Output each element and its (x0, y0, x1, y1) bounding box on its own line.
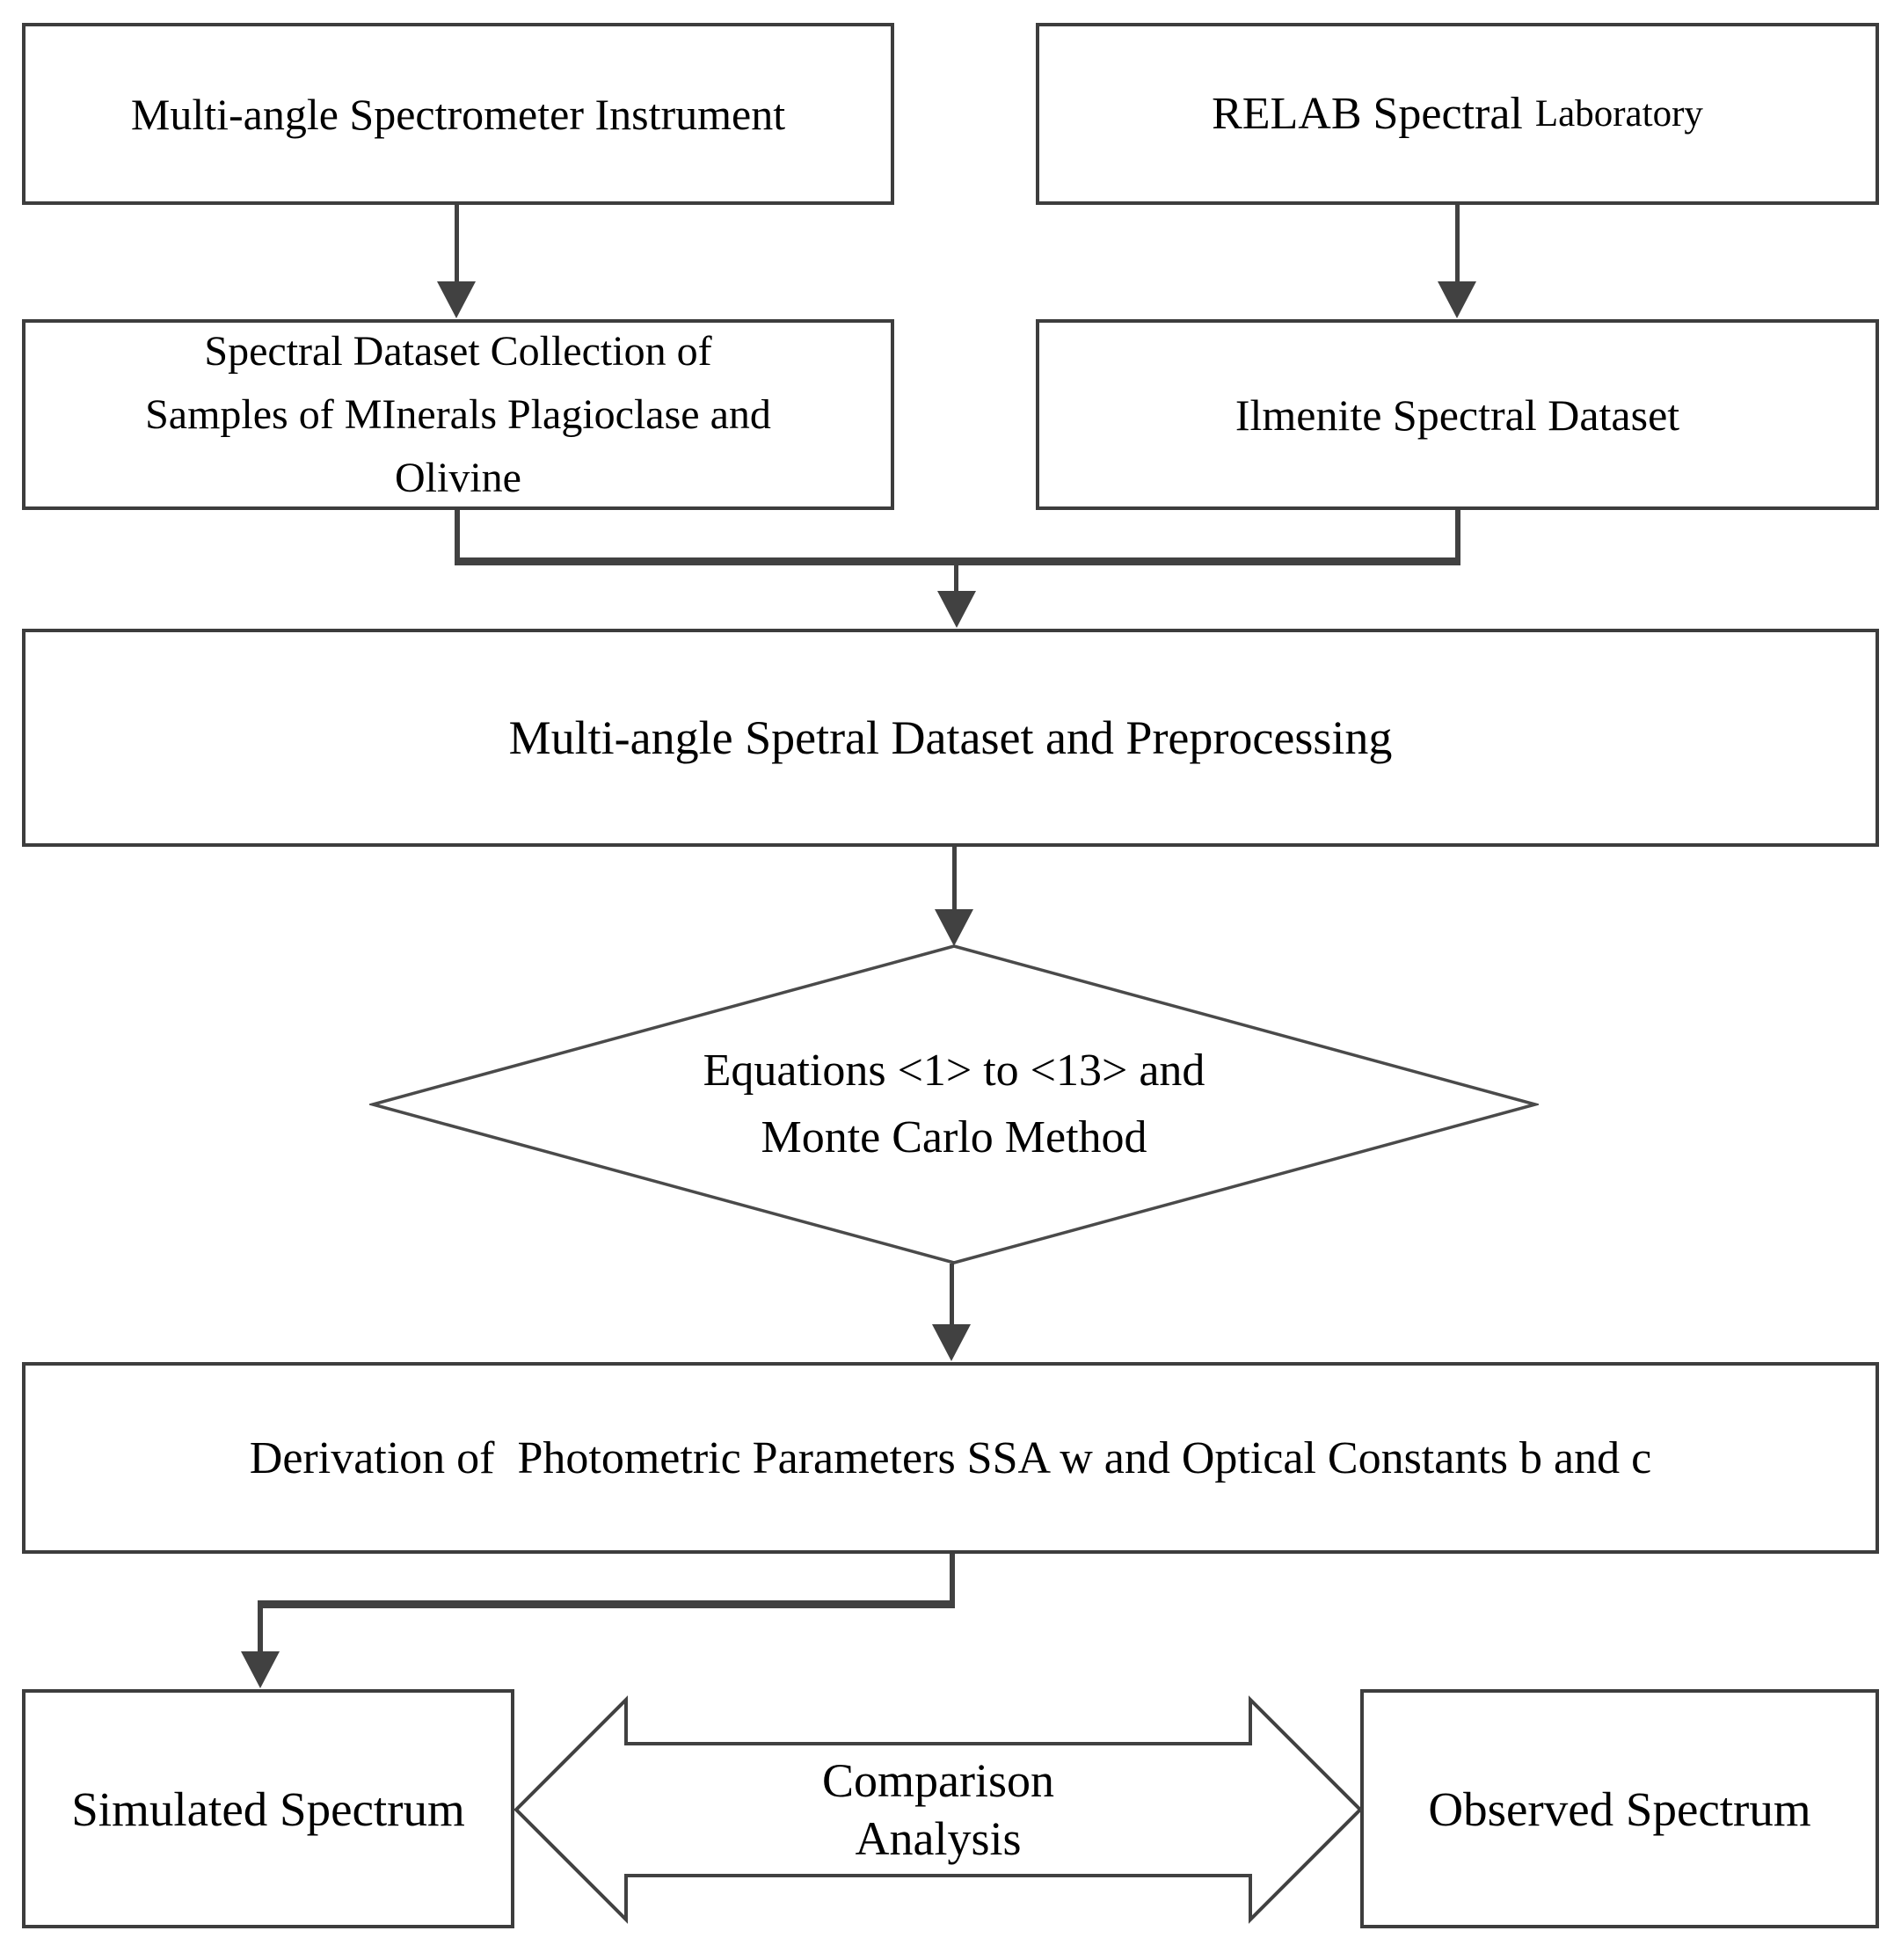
box-simulated-spectrum: Simulated Spectrum (22, 1689, 514, 1928)
box-mineral-spectral-dataset: Spectral Dataset Collection of Samples o… (22, 319, 894, 510)
label-derivation: Derivation of Photometric Parameters SSA… (249, 1432, 1652, 1483)
label-mineral-dataset-line1: Spectral Dataset Collection of (204, 327, 712, 375)
box-multiangle-instrument: Multi-angle Spectrometer Instrument (22, 23, 894, 205)
label-multiangle-instrument: Multi-angle Spectrometer Instrument (130, 89, 786, 139)
arrow-decision-to-derivation-head-icon (932, 1324, 971, 1361)
label-ilmenite-dataset: Ilmenite Spectral Dataset (1235, 390, 1680, 440)
arrow-instrument-to-dataset-head-icon (437, 281, 476, 318)
arrow-preprocessing-to-decision-shaft (952, 847, 957, 912)
label-relab-main: RELAB Spectral (1212, 89, 1523, 139)
box-observed-spectrum: Observed Spectrum (1360, 1689, 1879, 1928)
box-preprocessing: Multi-angle Spetral Dataset and Preproce… (22, 629, 1879, 847)
comparison-analysis-text: Comparison Analysis (626, 1744, 1250, 1876)
arrow-instrument-to-dataset-shaft (455, 205, 459, 288)
arrow-preprocessing-to-decision-head-icon (935, 909, 973, 946)
arrow-relab-to-ilmenite-shaft (1455, 205, 1460, 288)
label-equations-line1: Equations <1> to <13> and (703, 1046, 1205, 1096)
box-relab-laboratory: RELAB Spectral Laboratory (1036, 23, 1879, 205)
decision-diamond-text: Equations <1> to <13> and Monte Carlo Me… (369, 943, 1539, 1266)
connector-mineral-down (455, 510, 460, 564)
decision-diamond-shape (367, 944, 1541, 1264)
label-mineral-dataset-line2: Samples of MInerals Plagioclase and (145, 390, 771, 438)
label-equations-line2: Monte Carlo Method (761, 1112, 1147, 1162)
connector-derivation-left-bar (258, 1600, 955, 1608)
diamond-outline (367, 944, 1541, 1264)
double-arrow-outline (513, 1695, 1363, 1924)
connector-ilmenite-down (1455, 510, 1460, 564)
label-observed-spectrum: Observed Spectrum (1428, 1781, 1811, 1836)
comparison-double-arrow-shape (513, 1695, 1363, 1924)
box-ilmenite-spectral-dataset: Ilmenite Spectral Dataset (1036, 319, 1879, 510)
arrow-merge-to-preprocessing-head-icon (937, 591, 976, 628)
box-derivation: Derivation of Photometric Parameters SSA… (22, 1362, 1879, 1554)
arrow-relab-to-ilmenite-head-icon (1438, 281, 1476, 318)
label-comparison-line2: Analysis (855, 1812, 1022, 1865)
label-simulated-spectrum: Simulated Spectrum (71, 1781, 465, 1836)
connector-derivation-drop (258, 1604, 263, 1656)
connector-derivation-down (950, 1554, 955, 1605)
comparison-double-arrow (510, 1693, 1366, 1930)
connector-merge-bar (455, 557, 1460, 565)
label-relab-small: Laboratory (1534, 93, 1703, 135)
arrow-decision-to-derivation-shaft (950, 1264, 954, 1326)
label-comparison-line1: Comparison (822, 1754, 1054, 1807)
arrow-to-simulated-head-icon (241, 1651, 280, 1688)
decision-diamond (367, 943, 1541, 1266)
label-mineral-dataset-line3: Olivine (395, 454, 521, 501)
arrow-merge-to-preprocessing-shaft (954, 564, 958, 593)
label-preprocessing: Multi-angle Spetral Dataset and Preproce… (508, 711, 1393, 764)
